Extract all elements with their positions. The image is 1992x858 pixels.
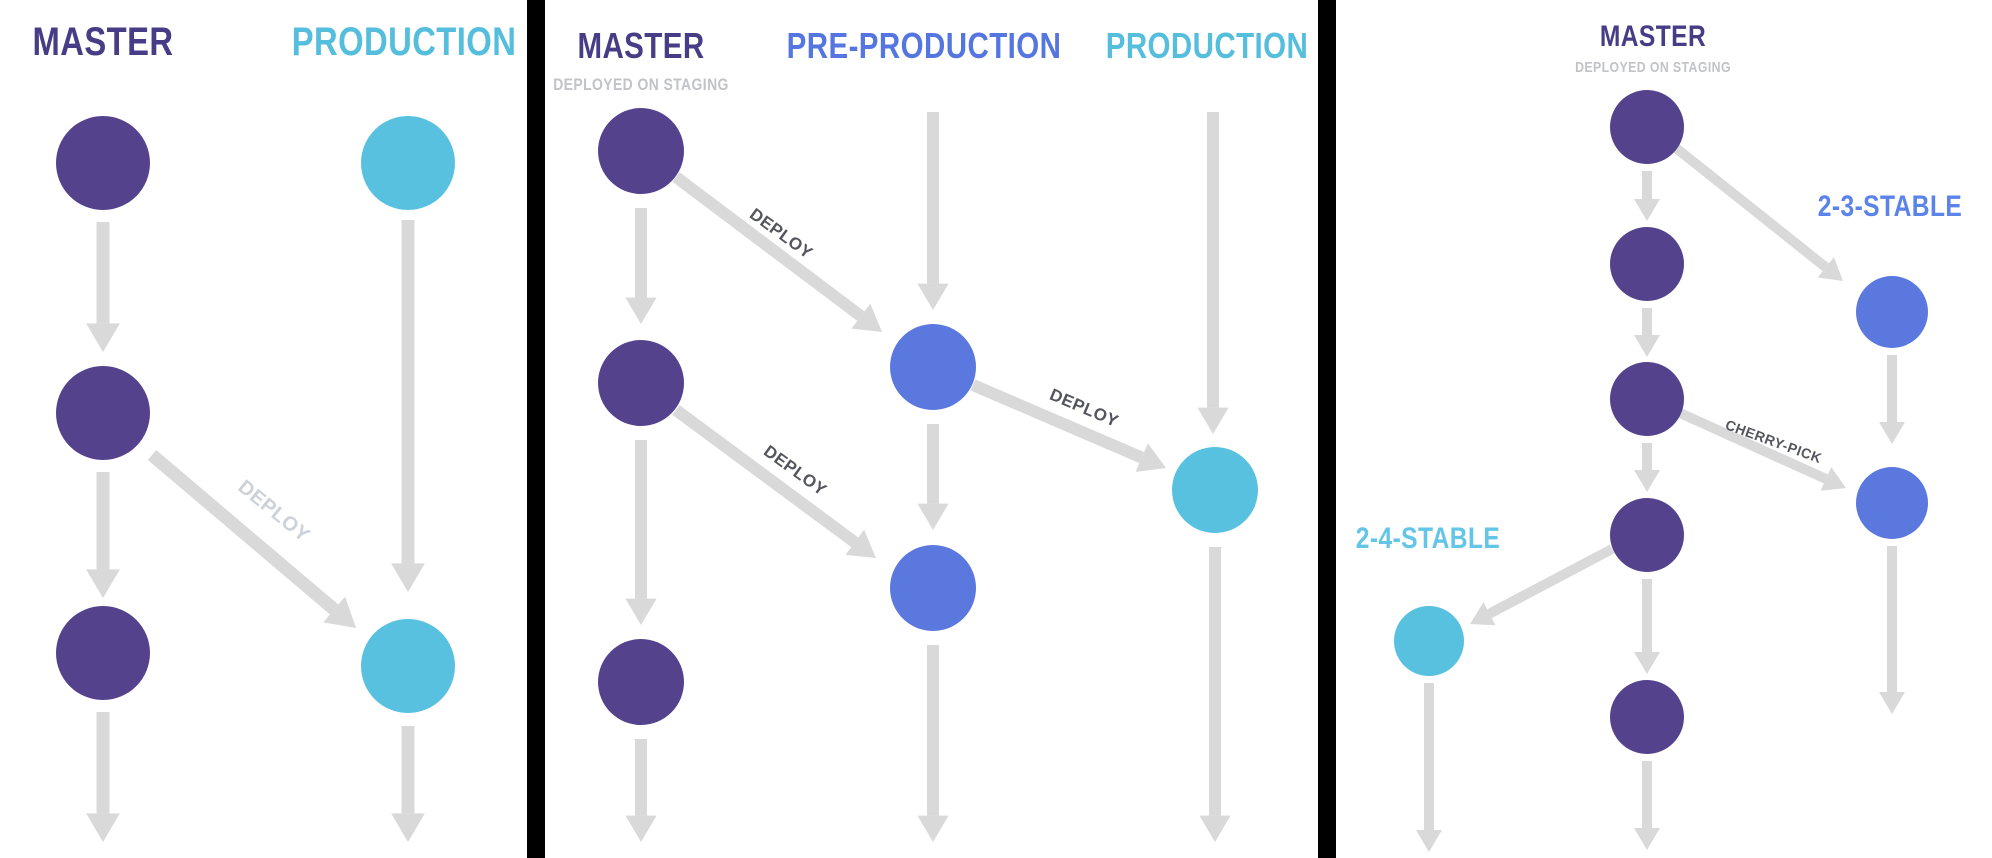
commit-node (361, 116, 455, 210)
branch-title-production-2: PRODUCTION (1105, 25, 1309, 66)
arrow-head (1197, 407, 1229, 434)
commit-node (56, 606, 150, 700)
arrow-head (1634, 652, 1660, 674)
commit-node (598, 340, 684, 426)
arrow-shaft (147, 450, 339, 615)
commit-node (1394, 606, 1464, 676)
arrow-head (1634, 199, 1660, 221)
arrow-head (1135, 443, 1166, 472)
arrow-head (1879, 692, 1905, 714)
arrow-head (1817, 257, 1843, 281)
arrow-head (625, 815, 657, 842)
branch-subtitle-deployed-on-staging-3: DEPLOYED ON STAGING (1575, 59, 1731, 76)
arrow-head (1634, 470, 1660, 492)
commit-node (1172, 447, 1258, 533)
commit-node (361, 619, 455, 713)
branch-title-pre-production: PRE-PRODUCTION (786, 25, 1062, 66)
arrow-shaft (1487, 544, 1615, 619)
commit-node (56, 366, 150, 460)
commit-node (598, 108, 684, 194)
commit-node (890, 545, 976, 631)
arrow-head (1634, 828, 1660, 850)
commit-node (1610, 362, 1684, 436)
arrow-head (1470, 602, 1496, 626)
arrow-head (86, 813, 120, 842)
arrow-head (917, 283, 949, 310)
commit-node (1610, 90, 1684, 164)
arrow-head (851, 303, 882, 332)
arrow-head (917, 815, 949, 842)
arrow-head (323, 596, 356, 628)
commit-node (1610, 680, 1684, 754)
commit-node (598, 639, 684, 725)
commit-node (1610, 227, 1684, 301)
arrow-head (1879, 422, 1905, 444)
branch-title-production-1: PRODUCTION (291, 20, 517, 64)
arrow-head (86, 323, 120, 352)
commit-node (1856, 276, 1928, 348)
commit-node (1610, 498, 1684, 572)
branch-title-2-4-stable: 2-4-STABLE (1355, 522, 1501, 555)
branch-title-2-3-stable: 2-3-STABLE (1817, 190, 1963, 223)
arrow-head (1416, 830, 1442, 852)
arrow-shaft (1672, 144, 1829, 272)
arrow-shaft (672, 172, 865, 321)
commit-node (56, 116, 150, 210)
arrow-head (86, 569, 120, 598)
panel-divider (1318, 0, 1336, 858)
branch-title-master-1: MASTER (32, 20, 174, 64)
arrow-head (1199, 815, 1231, 842)
arrow-head (391, 563, 425, 592)
panel-divider (527, 0, 545, 858)
arrow-head (1634, 335, 1660, 357)
arrow-shaft (672, 405, 859, 548)
arrow-head (391, 813, 425, 842)
branch-title-master-3: MASTER (1599, 20, 1707, 53)
arrow-head (1820, 467, 1846, 491)
arrow-shaft (970, 379, 1145, 464)
commit-node (1856, 467, 1928, 539)
arrow-head (625, 598, 657, 625)
arrow-head (625, 297, 657, 324)
arrow-shaft (1677, 408, 1829, 484)
branch-title-master-2: MASTER (577, 25, 705, 66)
arrow-head (845, 529, 876, 558)
arrow-head (917, 503, 949, 530)
commit-node (890, 324, 976, 410)
branch-subtitle-deployed-on-staging-2: DEPLOYED ON STAGING (553, 75, 729, 94)
